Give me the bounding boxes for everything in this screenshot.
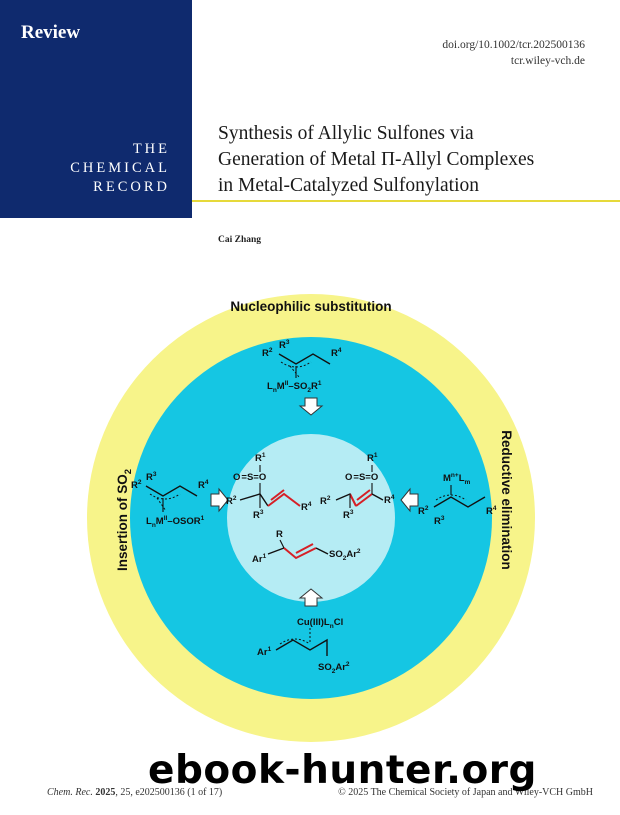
svg-text:SO2Ar2: SO2Ar2: [329, 548, 361, 562]
svg-text:LnMII–SO2R1: LnMII–SO2R1: [267, 380, 322, 394]
svg-text:Mn+Lm: Mn+Lm: [443, 472, 471, 486]
doi-link[interactable]: doi.org/10.1002/tcr.202500136: [442, 39, 585, 51]
journal-name-line1: THE: [132, 141, 170, 157]
title-line3: in Metal-Catalyzed Sulfonylation: [218, 175, 480, 196]
title-line1: Synthesis of Allylic Sulfones via: [218, 123, 474, 144]
header-rule: [192, 200, 620, 202]
right-allyl-complex: Mn+Lm R2 R3 R4: [418, 472, 497, 527]
arrow-up-icon: [298, 588, 324, 607]
svg-text:R4: R4: [198, 479, 209, 491]
arrow-down-icon: [298, 397, 324, 416]
svg-text:R4: R4: [301, 501, 312, 513]
copyright: © 2025 The Chemical Society of Japan and…: [338, 787, 593, 798]
svg-text:R3: R3: [146, 471, 157, 483]
svg-text:R4: R4: [331, 347, 342, 359]
svg-text:R: R: [276, 529, 283, 540]
journal-banner: Review THE CHEMICAL RECORD: [0, 0, 192, 218]
svg-text:O=S=O: O=S=O: [345, 472, 378, 483]
svg-text:Insertion of SO2: Insertion of SO2: [115, 469, 134, 571]
svg-text:R2: R2: [262, 347, 273, 359]
svg-text:R4: R4: [486, 505, 497, 517]
svg-text:R1: R1: [255, 452, 266, 464]
reductive-elimination-label: Reductive elimination: [499, 430, 514, 570]
svg-text:R1: R1: [367, 452, 378, 464]
inner-disc: [227, 434, 395, 602]
svg-text:R3: R3: [279, 339, 290, 351]
article-title: Synthesis of Allylic Sulfones via Genera…: [218, 121, 608, 199]
svg-text:Ar1: Ar1: [252, 553, 267, 565]
svg-text:R2: R2: [226, 495, 237, 507]
product-branched-sulfone: R1 O=S=O R2 R3 R4: [226, 452, 312, 521]
svg-text:SO2Ar2: SO2Ar2: [318, 661, 350, 675]
svg-text:R3: R3: [253, 509, 264, 521]
watermark: ebook-hunter.org: [148, 748, 537, 793]
svg-text:R2: R2: [131, 479, 142, 491]
svg-text:R3: R3: [434, 515, 445, 527]
citation: Chem. Rec. 2025, 25, e202500136 (1 of 17…: [47, 787, 223, 798]
insertion-so2-label: Insertion of SO2: [115, 469, 134, 571]
svg-text:LnMII–OSOR1: LnMII–OSOR1: [146, 515, 205, 529]
arrow-left-icon: [400, 487, 419, 513]
product-aryl-allyl-sulfone: R Ar1 SO2Ar2: [252, 529, 361, 565]
arrow-right-icon: [210, 487, 229, 513]
svg-text:R2: R2: [320, 495, 331, 507]
author-name: Cai Zhang: [218, 235, 262, 245]
bottom-allyl-complex: Cu(III)LnCl Ar1 SO2Ar2: [257, 617, 350, 675]
title-line2: Generation of Metal Π-Allyl Complexes: [218, 149, 535, 170]
doi-block: doi.org/10.1002/tcr.202500136 tcr.wiley-…: [442, 37, 585, 69]
svg-text:O=S=O: O=S=O: [233, 472, 266, 483]
svg-text:R3: R3: [343, 509, 354, 521]
journal-site-link[interactable]: tcr.wiley-vch.de: [510, 55, 585, 67]
svg-text:Cu(III)LnCl: Cu(III)LnCl: [297, 617, 343, 630]
svg-text:Ar1: Ar1: [257, 646, 272, 658]
section-label: Review: [21, 22, 81, 43]
nucleophilic-substitution-label: Nucleophilic substitution: [230, 299, 391, 314]
svg-text:R4: R4: [384, 494, 395, 506]
journal-name-line2: CHEMICAL: [70, 160, 170, 176]
product-linear-sulfone-right: R1 O=S=O R2 R3 R4: [320, 452, 395, 521]
journal-name: THE CHEMICAL RECORD: [70, 140, 170, 197]
journal-name-line3: RECORD: [93, 179, 170, 195]
left-allyl-complex: R2 R3 R4 LnMII–OSOR1: [131, 471, 209, 529]
svg-text:R2: R2: [418, 505, 429, 517]
top-allyl-complex: R2 R3 R4 LnMII–SO2R1: [262, 339, 342, 394]
svg-text:Reductive elimination: Reductive elimination: [499, 430, 514, 570]
